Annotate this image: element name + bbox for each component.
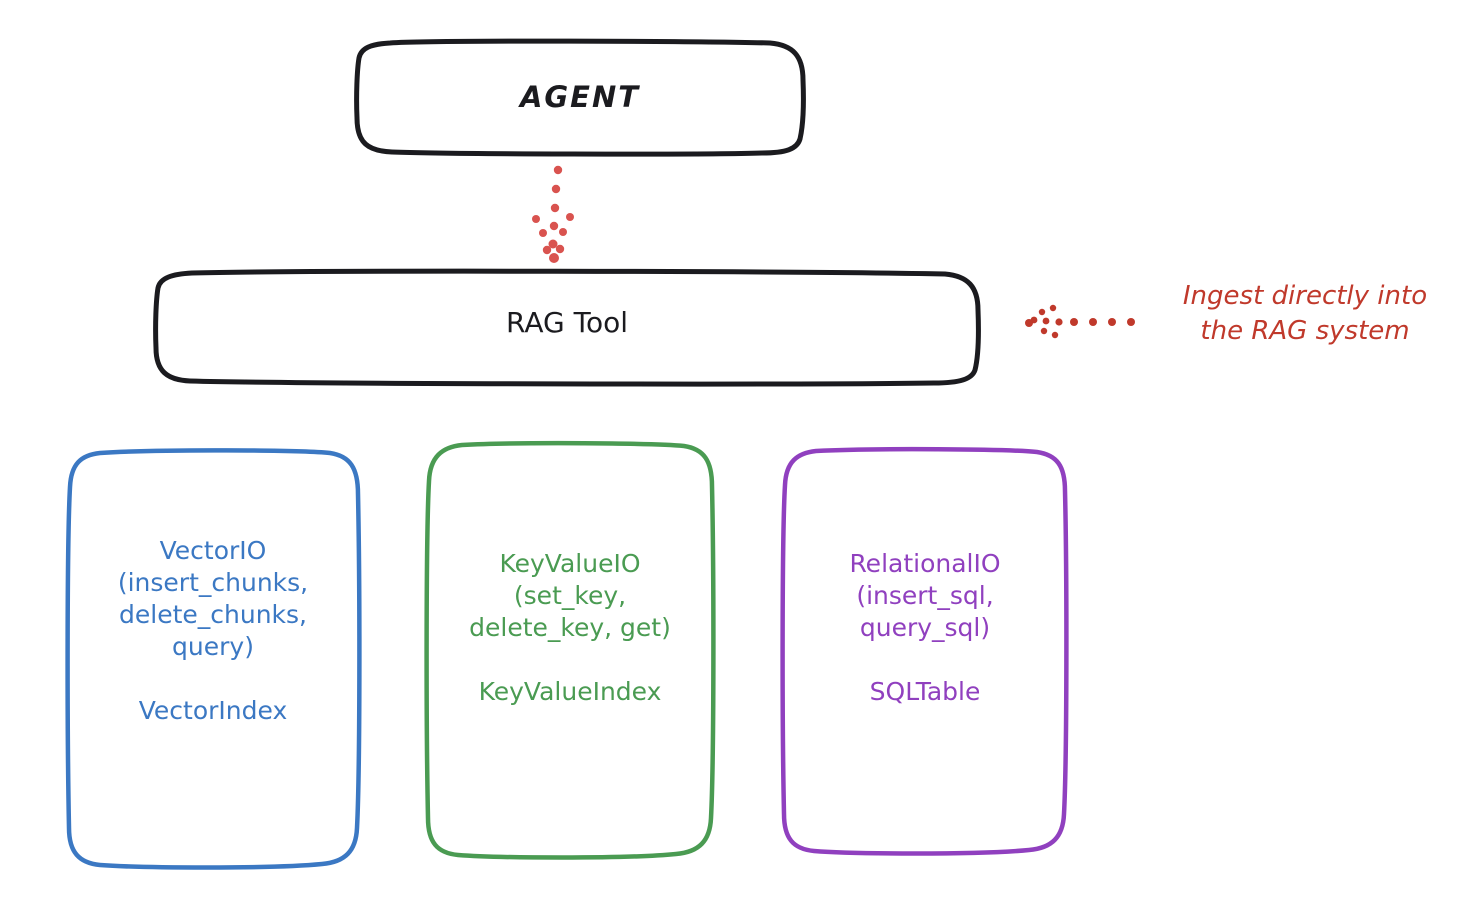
agent-box-outline [354, 38, 806, 157]
agent-to-rag-arrow [532, 165, 574, 263]
rag-tool-node[interactable] [153, 268, 981, 387]
key-value-io-box-outline [424, 440, 716, 860]
rag-tool-box-outline [153, 268, 981, 387]
vector-io-box-outline [65, 448, 362, 870]
ingest-note-label: Ingest directly into the RAG system [1182, 281, 1428, 347]
vector-io-node[interactable] [65, 448, 362, 870]
ingest-note-arrow [1025, 304, 1135, 339]
relational-io-node[interactable] [780, 446, 1069, 856]
key-value-io-node[interactable] [424, 440, 716, 860]
relational-io-box-outline [780, 446, 1069, 856]
agent-node[interactable] [354, 38, 806, 157]
